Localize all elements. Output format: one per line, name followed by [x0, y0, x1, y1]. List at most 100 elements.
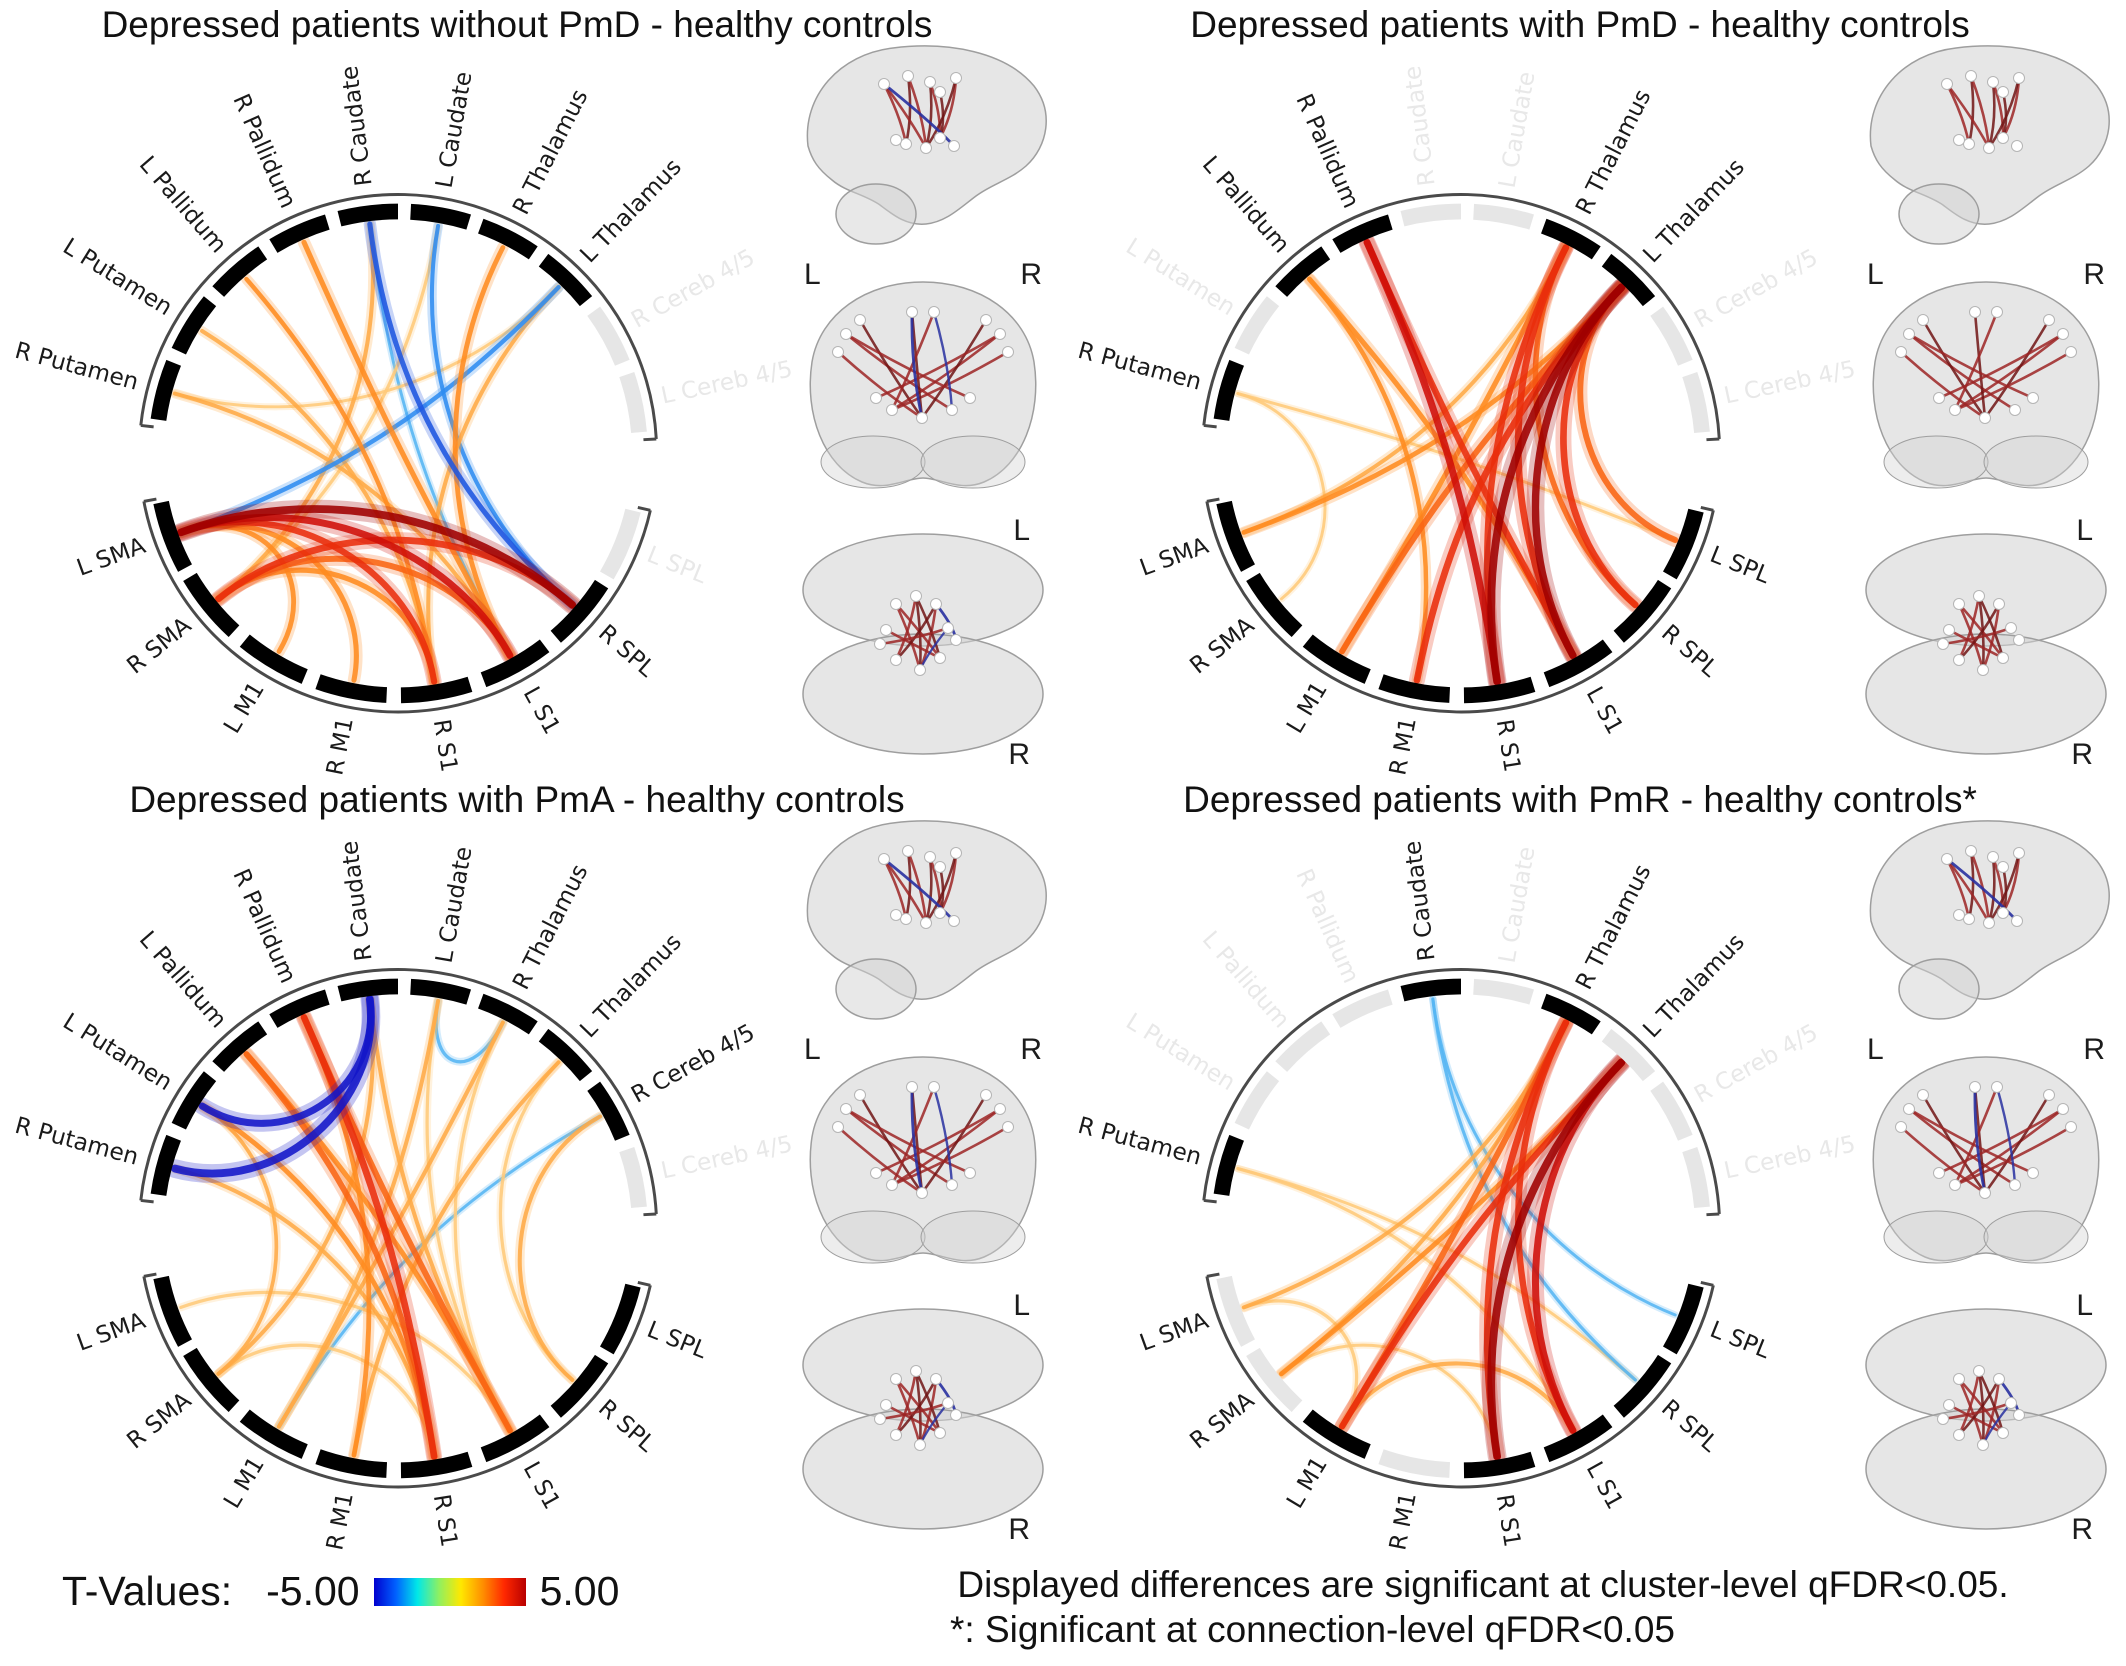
brain-view-coronal: L R [788, 1033, 1058, 1287]
brain-sagittal-image [806, 45, 1047, 245]
svg-text:L S1: L S1 [1581, 682, 1629, 739]
svg-text:L Pallidum: L Pallidum [1197, 151, 1295, 258]
svg-text:L S1: L S1 [1581, 1457, 1629, 1514]
svg-text:L Thalamus: L Thalamus [575, 928, 687, 1043]
svg-text:R S1: R S1 [1491, 1492, 1526, 1549]
brain-view-sagittal [788, 803, 1058, 1037]
svg-text:L SPL: L SPL [643, 1316, 711, 1364]
svg-text:L Cereb 4/5: L Cereb 4/5 [1722, 1130, 1858, 1184]
connection-level-note: *: Significant at connection-level qFDR<… [950, 1609, 1675, 1651]
left-hemisphere-label: L [2076, 514, 2093, 547]
brain-sagittal-image [806, 820, 1047, 1020]
brain-axial-image [1865, 533, 2107, 755]
legend-title: T-Values: [62, 1568, 233, 1614]
brain-view-axial: L R [1851, 512, 2121, 771]
left-hemisphere-label: L [1013, 514, 1030, 547]
panel-with-pmd: Depressed patients with PmD - healthy co… [1063, 0, 2126, 778]
svg-text:R SMA: R SMA [1185, 1387, 1260, 1455]
svg-text:R Caudate: R Caudate [1399, 64, 1441, 187]
panel-with-pmr: Depressed patients with PmR - healthy co… [1063, 775, 2126, 1553]
right-hemisphere-label: R [1020, 258, 1042, 291]
brain-coronal-image [809, 281, 1037, 489]
cluster-level-note: Displayed differences are significant at… [957, 1564, 2009, 1605]
svg-text:R Cereb 4/5: R Cereb 4/5 [627, 1019, 760, 1109]
colorbar-legend: T-Values: -5.00 5.00 [62, 1568, 619, 1615]
svg-text:R SMA: R SMA [1185, 612, 1260, 680]
brain-axial-image [802, 533, 1044, 755]
brain-view-axial: L R [1851, 1287, 2121, 1546]
right-hemisphere-label: R [2083, 1033, 2105, 1066]
svg-text:R Cereb 4/5: R Cereb 4/5 [1690, 1019, 1823, 1109]
svg-text:L Cereb 4/5: L Cereb 4/5 [659, 355, 795, 409]
brain-view-sagittal [1851, 803, 2121, 1037]
svg-text:L SPL: L SPL [643, 541, 711, 589]
significance-notes: Displayed differences are significant at… [878, 1562, 2088, 1652]
svg-text:L M1: L M1 [218, 1452, 270, 1513]
svg-text:R Cereb 4/5: R Cereb 4/5 [627, 244, 760, 334]
svg-text:L SMA: L SMA [1136, 1307, 1212, 1357]
svg-text:R Thalamus: R Thalamus [507, 860, 593, 994]
brain-view-sagittal [788, 28, 1058, 262]
brain-view-coronal: L R [1851, 1033, 2121, 1287]
svg-text:R SPL: R SPL [1656, 1394, 1723, 1457]
brain-view-coronal: L R [788, 258, 1058, 512]
svg-text:L SPL: L SPL [1706, 541, 1774, 589]
brain-axial-image [802, 1308, 1044, 1530]
brain-axial-image [1865, 1308, 2107, 1530]
svg-text:L Cereb 4/5: L Cereb 4/5 [659, 1130, 795, 1184]
svg-text:L Putamen: L Putamen [58, 1008, 177, 1096]
svg-text:L Thalamus: L Thalamus [1638, 153, 1750, 268]
right-hemisphere-label: R [1008, 1513, 1030, 1546]
left-hemisphere-label: L [2076, 1289, 2093, 1322]
svg-text:L Pallidum: L Pallidum [134, 151, 232, 258]
svg-text:R Cereb 4/5: R Cereb 4/5 [1690, 244, 1823, 334]
legend-min-value: -5.00 [266, 1568, 360, 1614]
svg-text:L Cereb 4/5: L Cereb 4/5 [1722, 355, 1858, 409]
left-hemisphere-label: L [1867, 258, 1884, 291]
panel-without-pmd: Depressed patients without PmD - healthy… [0, 0, 1063, 778]
svg-text:R Thalamus: R Thalamus [1570, 860, 1656, 994]
svg-text:L Caudate: L Caudate [431, 845, 478, 966]
right-hemisphere-label: R [2083, 258, 2105, 291]
brain-coronal-image [1872, 281, 2100, 489]
svg-text:L M1: L M1 [1281, 677, 1333, 738]
left-hemisphere-label: L [1867, 1033, 1884, 1066]
svg-text:L SMA: L SMA [1136, 532, 1212, 582]
svg-text:L Caudate: L Caudate [1494, 70, 1541, 191]
svg-text:L Thalamus: L Thalamus [1638, 928, 1750, 1043]
jet-colorbar [373, 1577, 526, 1606]
brain-coronal-image [809, 1056, 1037, 1264]
svg-text:R SMA: R SMA [122, 612, 197, 680]
panel-title: Depressed patients with PmD - healthy co… [1190, 4, 1970, 45]
brain-view-sagittal [1851, 28, 2121, 262]
right-hemisphere-label: R [2071, 1513, 2093, 1546]
svg-text:R Putamen: R Putamen [12, 337, 141, 396]
svg-text:L SMA: L SMA [73, 532, 149, 582]
svg-text:R Caudate: R Caudate [1399, 839, 1441, 962]
svg-text:R Putamen: R Putamen [1075, 337, 1204, 396]
svg-text:L S1: L S1 [518, 682, 566, 739]
svg-text:L M1: L M1 [218, 677, 270, 738]
panel-title: Depressed patients with PmA - healthy co… [129, 779, 905, 820]
brain-coronal-image [1872, 1056, 2100, 1264]
brain-sagittal-image [1869, 45, 2110, 245]
svg-text:R S1: R S1 [428, 717, 463, 774]
panel-title: Depressed patients without PmD - healthy… [101, 4, 933, 45]
svg-text:R SPL: R SPL [593, 619, 660, 682]
svg-text:R Caudate: R Caudate [336, 64, 378, 187]
right-hemisphere-label: R [2071, 738, 2093, 771]
svg-text:L SPL: L SPL [1706, 1316, 1774, 1364]
svg-text:R Caudate: R Caudate [336, 839, 378, 962]
svg-text:R Thalamus: R Thalamus [1570, 85, 1656, 219]
svg-text:R Putamen: R Putamen [12, 1112, 141, 1171]
svg-text:R SPL: R SPL [593, 1394, 660, 1457]
brain-sagittal-image [1869, 820, 2110, 1020]
svg-text:R M1: R M1 [321, 715, 359, 777]
svg-text:L Caudate: L Caudate [431, 70, 478, 191]
brain-view-axial: L R [788, 512, 1058, 771]
brain-view-axial: L R [788, 1287, 1058, 1546]
glass-brain-column: L R L R [788, 28, 1058, 771]
